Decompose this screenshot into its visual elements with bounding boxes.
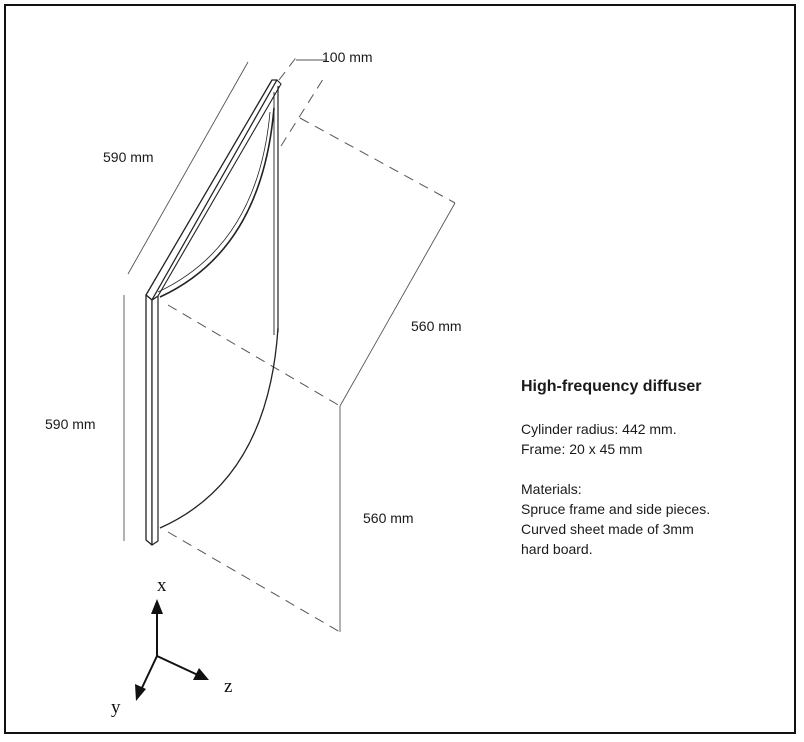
top-curved-sheet [159,107,275,298]
materials-line-3: hard board. [521,541,593,557]
figure-frame [4,4,796,734]
diffuser-title: High-frequency diffuser [521,378,702,395]
z-arrowhead [193,668,209,680]
materials-line-1: Spruce frame and side pieces. [521,501,711,517]
z-axis-line [156,655,201,677]
top-length-label: 590 mm [103,149,154,165]
axis-arrowheads [135,599,209,701]
left-height-label: 590 mm [45,416,96,432]
top-curved-sheet-inner [157,111,271,293]
depth-extension-front [280,75,326,147]
y-axis-label: y [111,697,121,718]
x-axis-label: x [157,575,167,596]
bottom-curved-sheet [159,327,279,529]
y-arrowhead [135,684,146,701]
x-arrowhead [151,599,163,614]
diagonal-width-label: 560 mm [411,318,462,334]
frame-front-face [145,294,153,546]
middle-extension-line [167,304,341,407]
top-length-dimension-line [127,61,249,275]
frame-top-side [151,79,282,301]
description-block: High-frequency diffuser Cylinder radius:… [521,377,781,559]
materials-heading: Materials: [521,481,582,497]
materials-line-2: Curved sheet made of 3mm [521,521,694,537]
diagonal-width-dimension-line [339,202,456,407]
depth-extension-back [278,54,299,81]
diffuser-body [145,79,282,546]
z-axis-label: z [224,676,232,697]
dimension-lines [123,59,456,632]
cylinder-radius-text: Cylinder radius: 442 mm. [521,421,677,437]
frame-side-face [151,295,159,546]
vertical-height-label: 560 mm [363,510,414,526]
frame-size-text: Frame: 20 x 45 mm [521,441,643,457]
coordinate-axes [139,608,201,693]
extension-lines [167,54,456,633]
bottom-extension-line [167,531,341,633]
top-extension-line [299,117,456,204]
depth-label: 100 mm [322,49,373,65]
y-axis-line [139,655,158,693]
